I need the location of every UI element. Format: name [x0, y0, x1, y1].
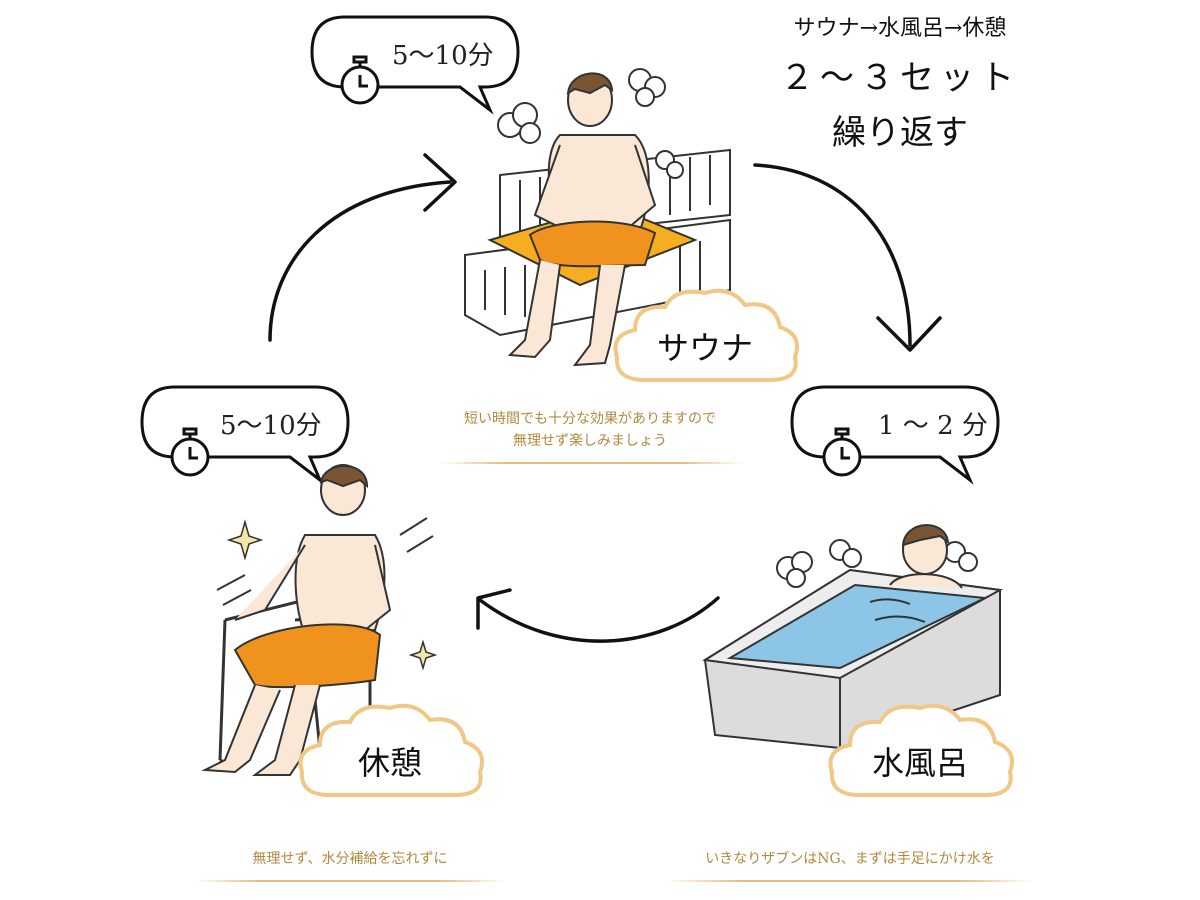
- cold-bath-label: 水風呂: [871, 744, 968, 782]
- sauna-caption: 短い時間でも十分な効果がありますので 無理せず楽しみましょう: [410, 408, 770, 452]
- cold-bath-illustration: [702, 524, 1004, 750]
- sauna-label-cloud: サウナ: [605, 285, 805, 395]
- arrow-cold-to-rest: [478, 596, 720, 643]
- cycle-order-text: サウナ→水風呂→休憩: [793, 16, 1007, 41]
- rest-caption-underline: [195, 880, 505, 882]
- cold-bath-timer-bubble: 1 ～ 2 分: [790, 385, 1000, 485]
- stopwatch-icon: [340, 55, 380, 105]
- rest-label-cloud: 休憩: [290, 700, 490, 810]
- arrow-rest-to-sauna: [268, 180, 452, 342]
- sauna-timer-bubble: 5～10分: [310, 15, 520, 115]
- cycle-sets-text: ２～３セット: [780, 58, 1020, 98]
- rest-illustration: [201, 464, 438, 776]
- stopwatch-icon: [822, 427, 862, 477]
- sauna-label: サウナ: [656, 329, 753, 367]
- cold-bath-time: 1 ～ 2 分: [878, 411, 988, 441]
- arrow-rest-to-sauna-head: [423, 153, 457, 212]
- sauna-caption-line2: 無理せず楽しみましょう: [513, 433, 667, 449]
- arrow-sauna-to-cold-icon: [753, 163, 912, 347]
- sauna-time: 5～10分: [392, 41, 494, 71]
- rest-caption: 無理せず、水分補給を忘れずに: [252, 851, 448, 867]
- rest-label: 休憩: [357, 744, 422, 782]
- arrow-sauna-to-cold-head: [876, 316, 942, 352]
- sauna-caption-line1: 短い時間でも十分な効果がありますので: [464, 411, 716, 427]
- rest-timer-bubble: 5～10分: [140, 385, 350, 485]
- sauna-caption-underline: [440, 462, 745, 464]
- cycle-repeat-text: 繰り返す: [832, 113, 968, 153]
- cycle-instructions: サウナ→水風呂→休憩 ２～３セット 繰り返す: [745, 10, 1055, 154]
- arrow-cold-to-rest-head: [476, 588, 512, 630]
- cold-bath-caption-underline: [665, 880, 1035, 882]
- sauna-illustration: [464, 68, 731, 367]
- cold-bath-caption: いきなりザブンはNG、まずは手足にかけ水を: [705, 851, 995, 867]
- stopwatch-icon: [170, 427, 210, 477]
- rest-time: 5～10分: [220, 411, 322, 441]
- cold-bath-label-cloud: 水風呂: [820, 700, 1020, 810]
